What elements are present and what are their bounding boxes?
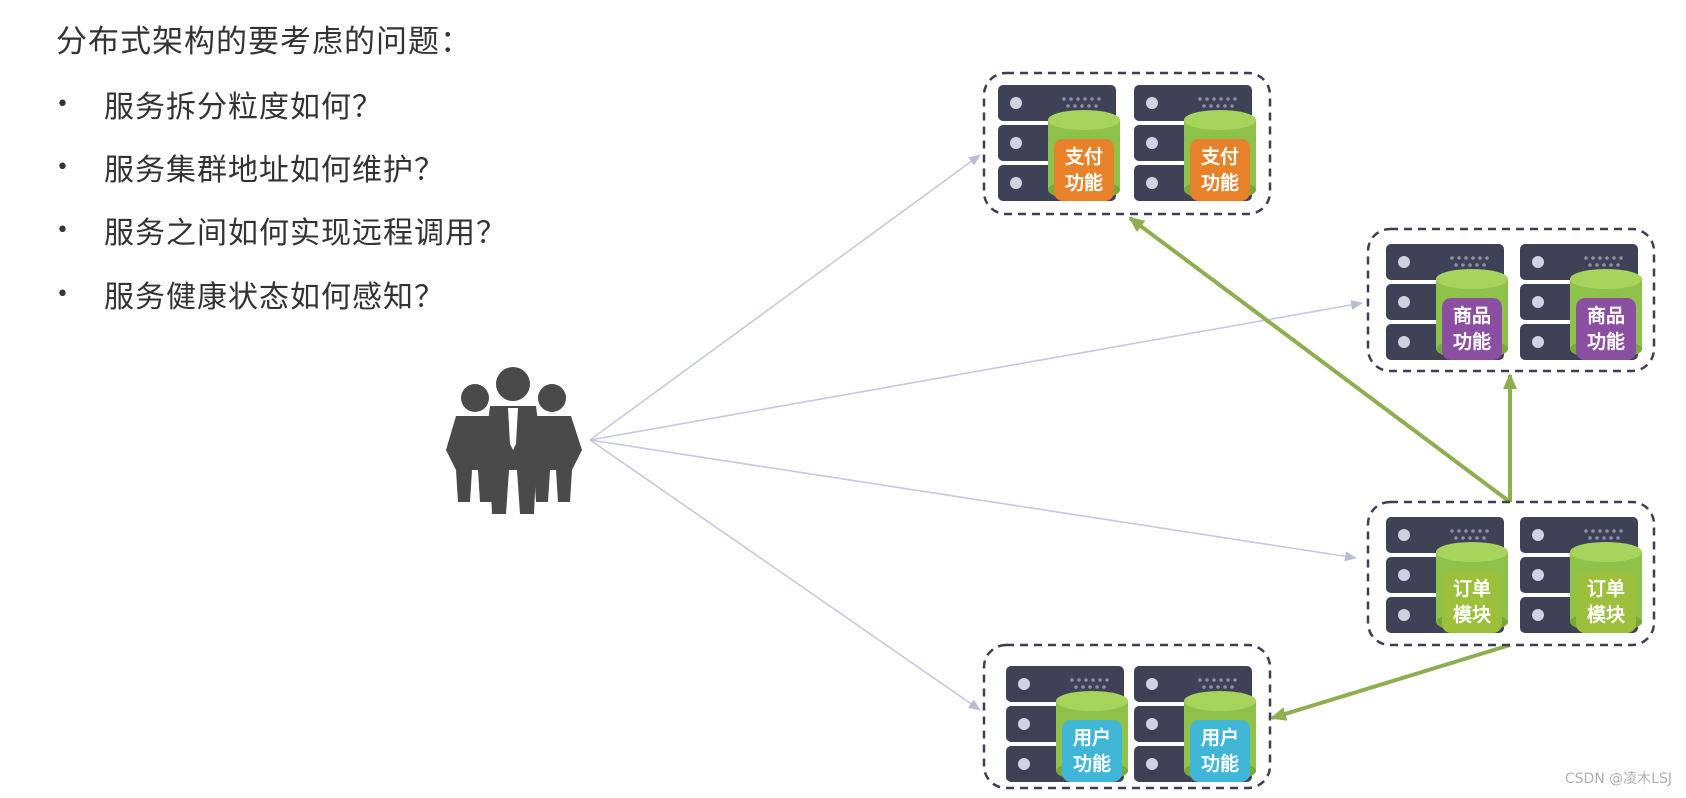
server-node: 商品 功能 — [1386, 244, 1508, 360]
arrow-order-to-user — [1270, 643, 1511, 721]
server-node: 支付 功能 — [1134, 85, 1256, 201]
order-badge — [1442, 571, 1502, 633]
svg-text:功能: 功能 — [1201, 171, 1239, 194]
product-badge — [1576, 298, 1636, 360]
svg-text:模块: 模块 — [1587, 603, 1626, 626]
server-node: 商品 功能 — [1520, 244, 1642, 360]
bullet: • — [56, 217, 70, 243]
user-badge — [1062, 720, 1122, 782]
bullet: • — [56, 281, 70, 307]
question-text: 服务之间如何实现远程调用？ — [104, 216, 507, 251]
question-item: • 服务之间如何实现远程调用？ — [56, 208, 507, 252]
page-title: 分布式架构的要考虑的问题： — [56, 24, 472, 60]
users-icon — [446, 367, 582, 514]
svg-text:功能: 功能 — [1587, 330, 1625, 353]
arrow-to-order — [589, 439, 1357, 562]
svg-text:功能: 功能 — [1453, 330, 1491, 353]
payment-badge — [1054, 139, 1114, 201]
product-badge — [1442, 298, 1502, 360]
svg-text:订单: 订单 — [1453, 577, 1491, 600]
svg-text:用户: 用户 — [1201, 726, 1239, 749]
svg-text:订单: 订单 — [1587, 577, 1625, 600]
arrow-to-user — [589, 439, 981, 711]
question-item: • 服务拆分粒度如何？ — [56, 82, 383, 126]
client-request-arrows — [589, 154, 1363, 711]
svg-text:商品: 商品 — [1453, 304, 1491, 327]
order-cluster: 订单 模块 订单 模块 — [1366, 500, 1656, 647]
svg-text:用户: 用户 — [1073, 726, 1111, 749]
server-node: 用户 功能 — [1134, 666, 1256, 782]
question-item: • 服务健康状态如何感知？ — [56, 272, 445, 316]
user-cluster: 用户 功能 用户 功能 — [982, 643, 1272, 790]
svg-text:功能: 功能 — [1201, 752, 1239, 775]
product-cluster: 商品 功能 商品 功能 — [1366, 227, 1656, 373]
user-badge — [1190, 720, 1250, 782]
bullet: • — [56, 154, 70, 180]
question-text: 服务集群地址如何维护？ — [104, 153, 445, 188]
arrow-order-to-payment — [1128, 216, 1512, 504]
server-node: 订单 模块 — [1520, 517, 1642, 633]
payment-cluster: 支付 功能 支付 功能 — [982, 71, 1272, 216]
svg-text:支付: 支付 — [1064, 145, 1103, 168]
server-node: 支付 功能 — [998, 85, 1120, 201]
service-call-arrows — [1128, 216, 1517, 721]
order-badge — [1576, 571, 1636, 633]
watermark: CSDN @凌木LSJ — [1564, 771, 1672, 787]
svg-text:功能: 功能 — [1065, 171, 1103, 194]
server-node: 订单 模块 — [1386, 517, 1508, 633]
question-text: 服务拆分粒度如何？ — [104, 90, 383, 125]
question-text: 服务健康状态如何感知？ — [104, 280, 445, 315]
server-node: 用户 功能 — [1006, 666, 1128, 782]
svg-text:商品: 商品 — [1587, 304, 1625, 327]
arrow-to-payment — [589, 154, 981, 441]
svg-text:功能: 功能 — [1073, 752, 1111, 775]
svg-text:支付: 支付 — [1200, 145, 1239, 168]
question-item: • 服务集群地址如何维护？ — [56, 145, 445, 189]
bullet: • — [56, 91, 70, 117]
payment-badge — [1190, 139, 1250, 201]
svg-text:模块: 模块 — [1453, 603, 1492, 626]
arrow-to-product — [589, 299, 1363, 441]
